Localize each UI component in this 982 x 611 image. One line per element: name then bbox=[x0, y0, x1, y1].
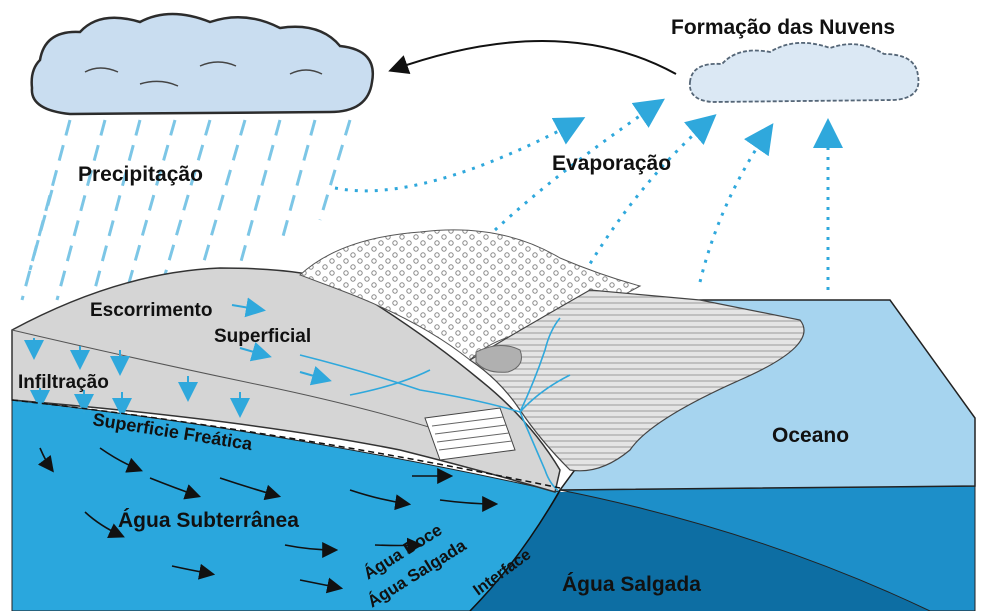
rain-cloud-icon bbox=[32, 14, 373, 114]
lake bbox=[476, 345, 522, 372]
salt-water-label: Água Salgada bbox=[562, 573, 701, 596]
groundwater-label: Água Subterrânea bbox=[118, 509, 299, 532]
cloud-icon bbox=[690, 43, 919, 102]
evaporation-label: Evaporação bbox=[552, 152, 671, 175]
precipitation-label: Precipitação bbox=[78, 163, 203, 186]
cloud-formation-label: Formação das Nuvens bbox=[671, 16, 895, 39]
farm-field bbox=[425, 408, 515, 460]
runoff-label-line1: Escorrimento bbox=[90, 300, 212, 321]
cloud-transport-arrow bbox=[392, 41, 676, 74]
ocean-label: Oceano bbox=[772, 424, 849, 447]
infiltration-label: Infiltração bbox=[18, 372, 109, 393]
runoff-label-line2: Superficial bbox=[214, 326, 311, 347]
